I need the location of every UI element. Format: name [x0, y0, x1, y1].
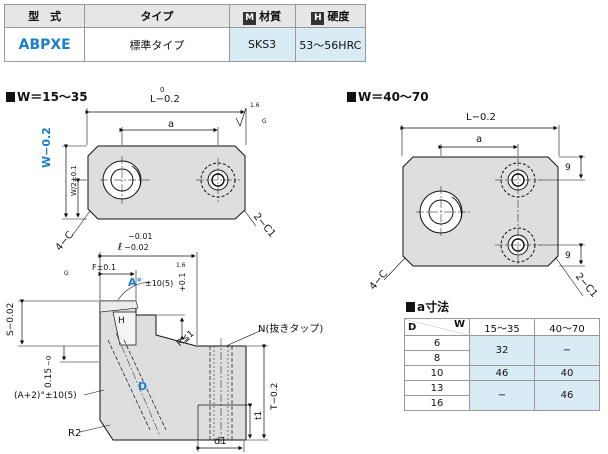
- a-table-col-2: 40～70: [534, 318, 600, 336]
- small-l-tol: L−0.2: [150, 94, 180, 105]
- header-hardness-label: 硬度: [327, 9, 350, 23]
- side-d1-label: d1: [214, 436, 227, 447]
- a-table-d-16: 16: [404, 395, 470, 411]
- small-whalf-dim: W/2±0.1: [70, 165, 78, 196]
- section-small-heading: W＝15～35: [6, 88, 88, 105]
- a-table-heading: a寸法: [406, 298, 449, 315]
- side-l-tol-bot: −0.02: [124, 243, 149, 252]
- cell-model[interactable]: ABPXE: [3, 27, 86, 62]
- side-angle-a: A°: [128, 276, 143, 289]
- small-a-dim: a: [168, 119, 175, 130]
- side-rough-label: 1.6: [176, 262, 186, 269]
- a-table-col-1: 15～35: [469, 318, 535, 336]
- header-model: 型 式: [3, 4, 86, 28]
- large-nine-bot: 9: [565, 251, 571, 261]
- side-l-label: ℓ: [118, 242, 123, 253]
- a-table-d-8: 8: [404, 350, 470, 366]
- side-n-tap: N(抜きタップ): [258, 324, 324, 335]
- a-table-d-6: 6: [404, 335, 470, 351]
- side-angle-tol: ±10(5): [145, 279, 174, 288]
- side-h-label: H: [118, 316, 125, 326]
- a-table-cell: −: [469, 380, 535, 411]
- a-table-corner-d: D: [408, 322, 417, 333]
- side-r2-label: R2: [68, 428, 82, 439]
- a-table-corner-w: W: [453, 319, 465, 330]
- a-table-title: a寸法: [417, 300, 450, 314]
- a-table-d-13: 13: [404, 380, 470, 396]
- section-large-label: W＝40～70: [358, 90, 429, 104]
- a-table-cell: 32: [469, 335, 535, 366]
- section-square-icon: [6, 92, 15, 102]
- section-large-heading: W＝40～70: [347, 88, 429, 105]
- side-offset: 0.15−0: [44, 356, 54, 388]
- large-a-dim: a: [476, 134, 483, 145]
- a-table-d-10: 10: [404, 365, 470, 381]
- side-f-tol: F±0.1: [92, 263, 117, 272]
- small-g-mark: G: [262, 118, 267, 125]
- a-table-cell: 46: [534, 380, 600, 411]
- material-badge-icon: M: [243, 11, 257, 25]
- side-l-tol-top: −0.01: [128, 232, 153, 241]
- header-material-label: 材質: [259, 9, 282, 23]
- a-table-cell: −: [534, 335, 600, 366]
- side-h-tol: +0.1: [178, 272, 187, 292]
- large-l-tol: L−0.2: [466, 112, 496, 123]
- large-l-dim: L−0.2: [466, 112, 496, 123]
- section-square-icon: [347, 92, 356, 102]
- side-g-mark: G: [64, 270, 69, 277]
- side-t-tol: T−0.2: [270, 382, 280, 410]
- cell-material: SKS3: [228, 27, 296, 62]
- a-table-cell: 40: [534, 365, 600, 381]
- hardness-badge-icon: H: [311, 11, 325, 25]
- small-top-view: [62, 107, 257, 237]
- small-rough-label: 1.6: [250, 102, 260, 109]
- side-offset-value: 0.15: [44, 367, 54, 388]
- cell-type: 標準タイプ: [84, 27, 230, 62]
- side-s-tol: S−0.02: [6, 302, 16, 336]
- side-l-dim: ℓ−0.02: [118, 242, 149, 253]
- side-offset-tol: −0: [45, 355, 53, 366]
- large-top-view: [383, 125, 585, 297]
- side-d-label: D: [138, 380, 148, 393]
- small-w-dim: W−0.2: [40, 108, 53, 168]
- side-view: [18, 252, 268, 452]
- section-square-icon: [406, 302, 415, 312]
- small-l-tol-top: 0: [160, 86, 165, 94]
- large-nine-top: 9: [565, 163, 571, 173]
- a-table-cell: 46: [469, 365, 535, 381]
- cell-hardness: 53～56HRC: [294, 27, 367, 62]
- section-small-label: W＝15～35: [17, 90, 88, 104]
- side-t1-label: t1: [254, 410, 264, 420]
- small-w-tol: W−0.2: [40, 127, 53, 168]
- side-a2-angle: (A+2)°±10(5): [14, 391, 77, 401]
